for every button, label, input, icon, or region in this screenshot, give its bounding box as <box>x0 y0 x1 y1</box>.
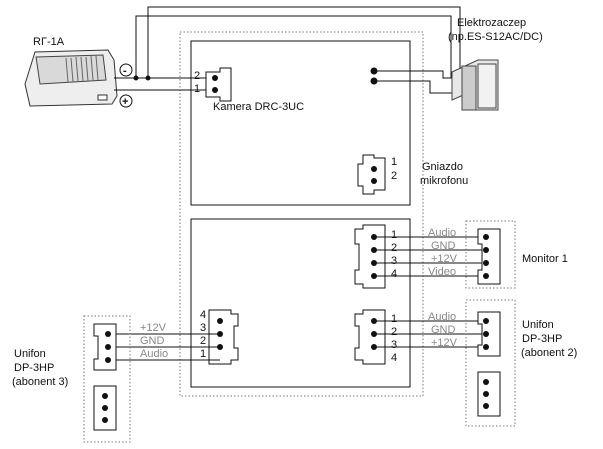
unifon2-wire-label: GND <box>431 324 456 336</box>
unifon2-label-line1: Unifon <box>522 319 554 331</box>
unifon2-device-connector <box>477 311 501 357</box>
monitor-wire-label: GND <box>431 240 456 252</box>
lock-label-line2: (np.ES-S12AC/DC) <box>448 31 543 43</box>
unifon2-panel-connector <box>354 309 386 365</box>
unifon3-box <box>83 315 131 443</box>
unifon2-pin: 4 <box>391 352 397 364</box>
camera-label: Kamera DRC-3UC <box>213 101 304 113</box>
unifon2-label-line3: (abonent 2) <box>521 347 577 359</box>
camera-pin: 1 <box>194 83 200 95</box>
monitor-pin: 4 <box>391 268 397 280</box>
unifon2-wires <box>374 320 486 348</box>
unifon2-pin: 2 <box>391 326 397 338</box>
unifon3-wire-label: +12V <box>140 322 167 334</box>
monitor-wire-label: +12V <box>431 253 458 265</box>
monitor-wire-label: Video <box>428 266 456 278</box>
unifon2-pin: 1 <box>391 313 397 325</box>
power-wires <box>114 75 206 91</box>
unifon3-pin: 4 <box>200 309 206 321</box>
unifon3-wire-label: GND <box>140 335 165 347</box>
mic-label-line2: mikrofonu <box>420 175 468 187</box>
unifon3-pin: 2 <box>200 335 206 347</box>
unifon3-handset-connector <box>93 385 117 431</box>
unifon2-wire-label: +12V <box>431 337 458 349</box>
unifon3-device-connector <box>93 323 117 371</box>
monitor-panel-connector <box>354 224 386 289</box>
unifon3-label-line3: (abonent 3) <box>12 376 68 388</box>
mic-pin: 2 <box>391 170 397 182</box>
lock-device: Elektrozaczep (np.ES-S12AC/DC) <box>448 17 543 111</box>
power-supply: RΓ-1A <box>24 36 118 107</box>
plus-sign: + <box>122 96 128 108</box>
unifon3-pin: 1 <box>200 348 206 360</box>
mic-label-line1: Gniazdo <box>422 161 463 173</box>
camera-connector: 2 1 Kamera DRC-3UC <box>194 67 304 113</box>
unifon2-pin: 3 <box>391 339 397 351</box>
mic-pin: 1 <box>391 156 397 168</box>
microphone-socket: 1 2 Gniazdo mikrofonu <box>357 154 468 195</box>
monitor-pin: 1 <box>391 229 397 241</box>
monitor-box <box>465 220 516 289</box>
monitor-pin: 3 <box>391 255 397 267</box>
minus-sign: - <box>123 65 127 77</box>
plus-terminal-icon <box>119 94 133 108</box>
minus-terminal-icon <box>119 63 133 77</box>
unifon3-label-line2: DP-3HP <box>14 362 54 374</box>
monitor-label: Monitor 1 <box>522 253 568 265</box>
unifon2-box <box>465 299 516 427</box>
lock-wires <box>135 6 461 94</box>
unifon3-wire-label: Audio <box>140 348 168 360</box>
unifon3-wires <box>108 333 220 361</box>
power-supply-label: RΓ-1A <box>33 36 65 48</box>
unifon3-label-line1: Unifon <box>14 348 46 360</box>
panel-enclosure <box>179 31 424 397</box>
unifon2-wire-label: Audio <box>428 311 456 323</box>
unifon3-pin: 3 <box>200 322 206 334</box>
monitor-wires <box>374 236 486 277</box>
lock-label-line1: Elektrozaczep <box>457 17 526 29</box>
monitor-device-connector <box>477 228 501 285</box>
monitor-wire-label: Audio <box>428 227 456 239</box>
unifon3-panel-connector <box>208 309 239 365</box>
monitor-pin: 2 <box>391 242 397 254</box>
unifon2-label-line2: DP-3HP <box>522 333 562 345</box>
camera-pin: 2 <box>194 70 200 82</box>
unifon2-handset-connector <box>477 371 501 417</box>
